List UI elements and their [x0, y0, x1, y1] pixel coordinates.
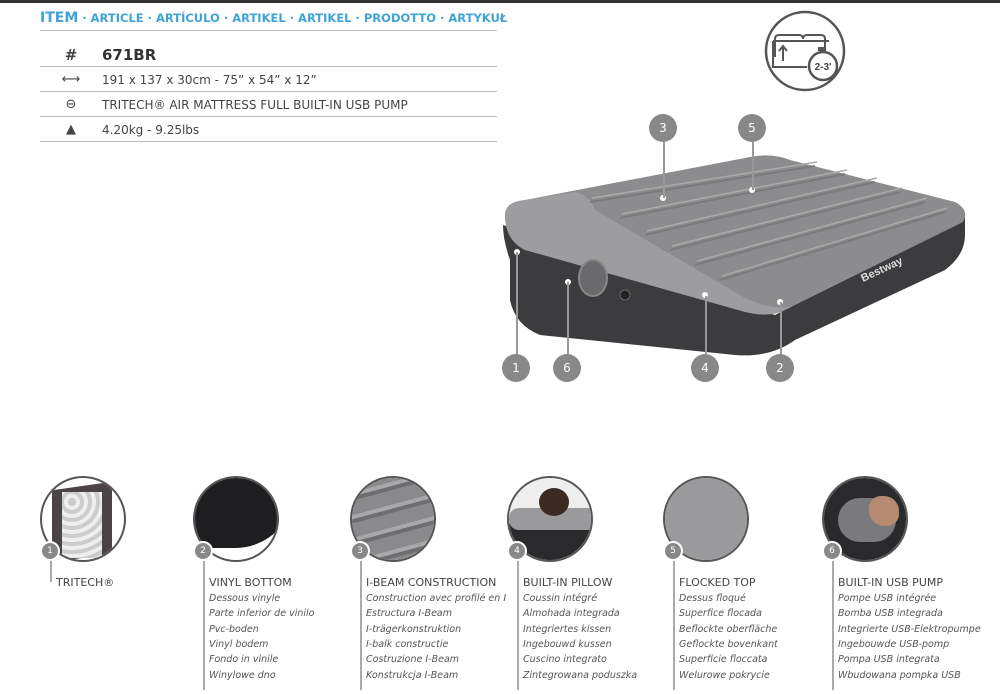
spec-row-dimensions: ⟷191 x 137 x 30cm - 75” x 54” x 12”	[40, 67, 497, 92]
feature-translation: Coussin intégré	[523, 593, 598, 604]
divider	[40, 66, 497, 67]
feature-translation: Dessus floqué	[679, 593, 746, 604]
feature-translation: Pompe USB intégrée	[838, 593, 937, 604]
weight-icon: ▲	[66, 122, 76, 137]
feature-translation: Bomba USB integrada	[838, 608, 943, 620]
callout-line	[705, 296, 707, 354]
hash-icon: #	[64, 45, 78, 64]
top-bar	[0, 0, 1000, 3]
feature-translation: Dessous vinyle	[209, 593, 281, 604]
feature-translation: Ingebouwd kussen	[523, 638, 612, 650]
feature-translation: Ingebouwde USB-pomp	[838, 638, 950, 650]
divider	[40, 91, 497, 92]
feature-translation: Superfice flocada	[679, 608, 762, 620]
feature-translation: Zintegrowana poduszka	[523, 669, 638, 681]
callout-line	[516, 252, 518, 354]
tritech-image	[40, 476, 126, 562]
feature-translation: Integriertes kissen	[523, 623, 612, 635]
inflate-time-icon: 2-3'	[764, 10, 846, 92]
callout-5: 5	[738, 114, 766, 142]
callout-1: 1	[502, 354, 530, 382]
feature-translation: Cuscino integrato	[523, 654, 607, 666]
pillow-image	[507, 476, 593, 562]
spec-row-description: ⊖TRITECH® AIR MATTRESS FULL BUILT-IN USB…	[40, 92, 497, 117]
callout-2: 2	[766, 354, 794, 382]
feature-translation: I-balk constructie	[366, 638, 449, 650]
feature-translation: I-trägerkonstruktion	[366, 623, 462, 635]
feature-line	[360, 560, 362, 690]
feature-translation: Winylowe dno	[209, 669, 276, 681]
callout-3: 3	[649, 114, 677, 142]
feature-translation: Superficie floccata	[679, 654, 768, 666]
feature-badge: 5	[663, 541, 683, 561]
dimensions-arrow-icon: ⟷	[61, 72, 81, 87]
callout-line	[752, 142, 754, 190]
feature-translation: Beflockte oberfläche	[679, 623, 778, 635]
feature-translation: Konstrukcja I-Beam	[366, 669, 459, 681]
feature-badge: 2	[193, 541, 213, 561]
feature-translation: Pvc-boden	[209, 623, 259, 635]
feature-translation: Parte inferior de vinilo	[209, 608, 315, 620]
svg-text:2-3': 2-3'	[815, 62, 832, 73]
feature-translation: Almohada integrada	[523, 608, 620, 620]
feature-translation: Estructura I-Beam	[366, 608, 452, 620]
callout-line	[780, 302, 782, 354]
feature-badge: 3	[350, 541, 370, 561]
feature-title: BUILT-IN PILLOW	[523, 576, 613, 589]
divider	[40, 116, 497, 117]
vinyl-bottom-image	[193, 476, 279, 562]
feature-translation: Integrierte USB-Elektropumpe	[838, 623, 981, 635]
feature-line	[832, 560, 834, 690]
item-header: ITEM · ARTICLE · ARTÍCULO · ARTIKEL · AR…	[40, 10, 508, 26]
feature-badge: 6	[822, 541, 842, 561]
feature-title: FLOCKED TOP	[679, 576, 756, 589]
callout-6: 6	[553, 354, 581, 382]
feature-title: TRITECH®	[56, 576, 115, 589]
mattress-illustration: Bestway	[503, 155, 966, 356]
feature-title: I-BEAM CONSTRUCTION	[366, 576, 497, 589]
callout-4: 4	[691, 354, 719, 382]
feature-badge: 1	[40, 541, 60, 561]
feature-translation: Costruzione I-Beam	[366, 654, 460, 666]
feature-title: BUILT-IN USB PUMP	[838, 576, 943, 589]
divider	[40, 141, 497, 142]
feature-line	[50, 560, 52, 582]
feature-title: VINYL BOTTOM	[209, 576, 292, 589]
feature-line	[673, 560, 675, 690]
spec-row-item-number: #671BR	[40, 42, 497, 67]
feature-translation: Welurowe pokrycie	[679, 669, 770, 681]
feature-badge: 4	[507, 541, 527, 561]
tritech-icon: ⊖	[65, 97, 77, 112]
callout-line	[663, 142, 665, 198]
feature-translation: Fondo in vinile	[209, 654, 279, 666]
feature-line	[203, 560, 205, 690]
feature-translation: Construction avec profilé en I	[366, 593, 507, 604]
callout-line	[567, 282, 569, 354]
usb-pump-image	[822, 476, 908, 562]
spec-row-weight: ▲4.20kg - 9.25lbs	[40, 117, 497, 142]
feature-line	[517, 560, 519, 690]
feature-translation: Vinyl bodem	[209, 638, 269, 650]
feature-translation: Geflockte bovenkant	[679, 638, 778, 650]
feature-translation: Pompa USB integrata	[838, 654, 940, 666]
divider	[40, 30, 497, 31]
feature-translation: Wbudowana pompka USB	[838, 669, 961, 681]
